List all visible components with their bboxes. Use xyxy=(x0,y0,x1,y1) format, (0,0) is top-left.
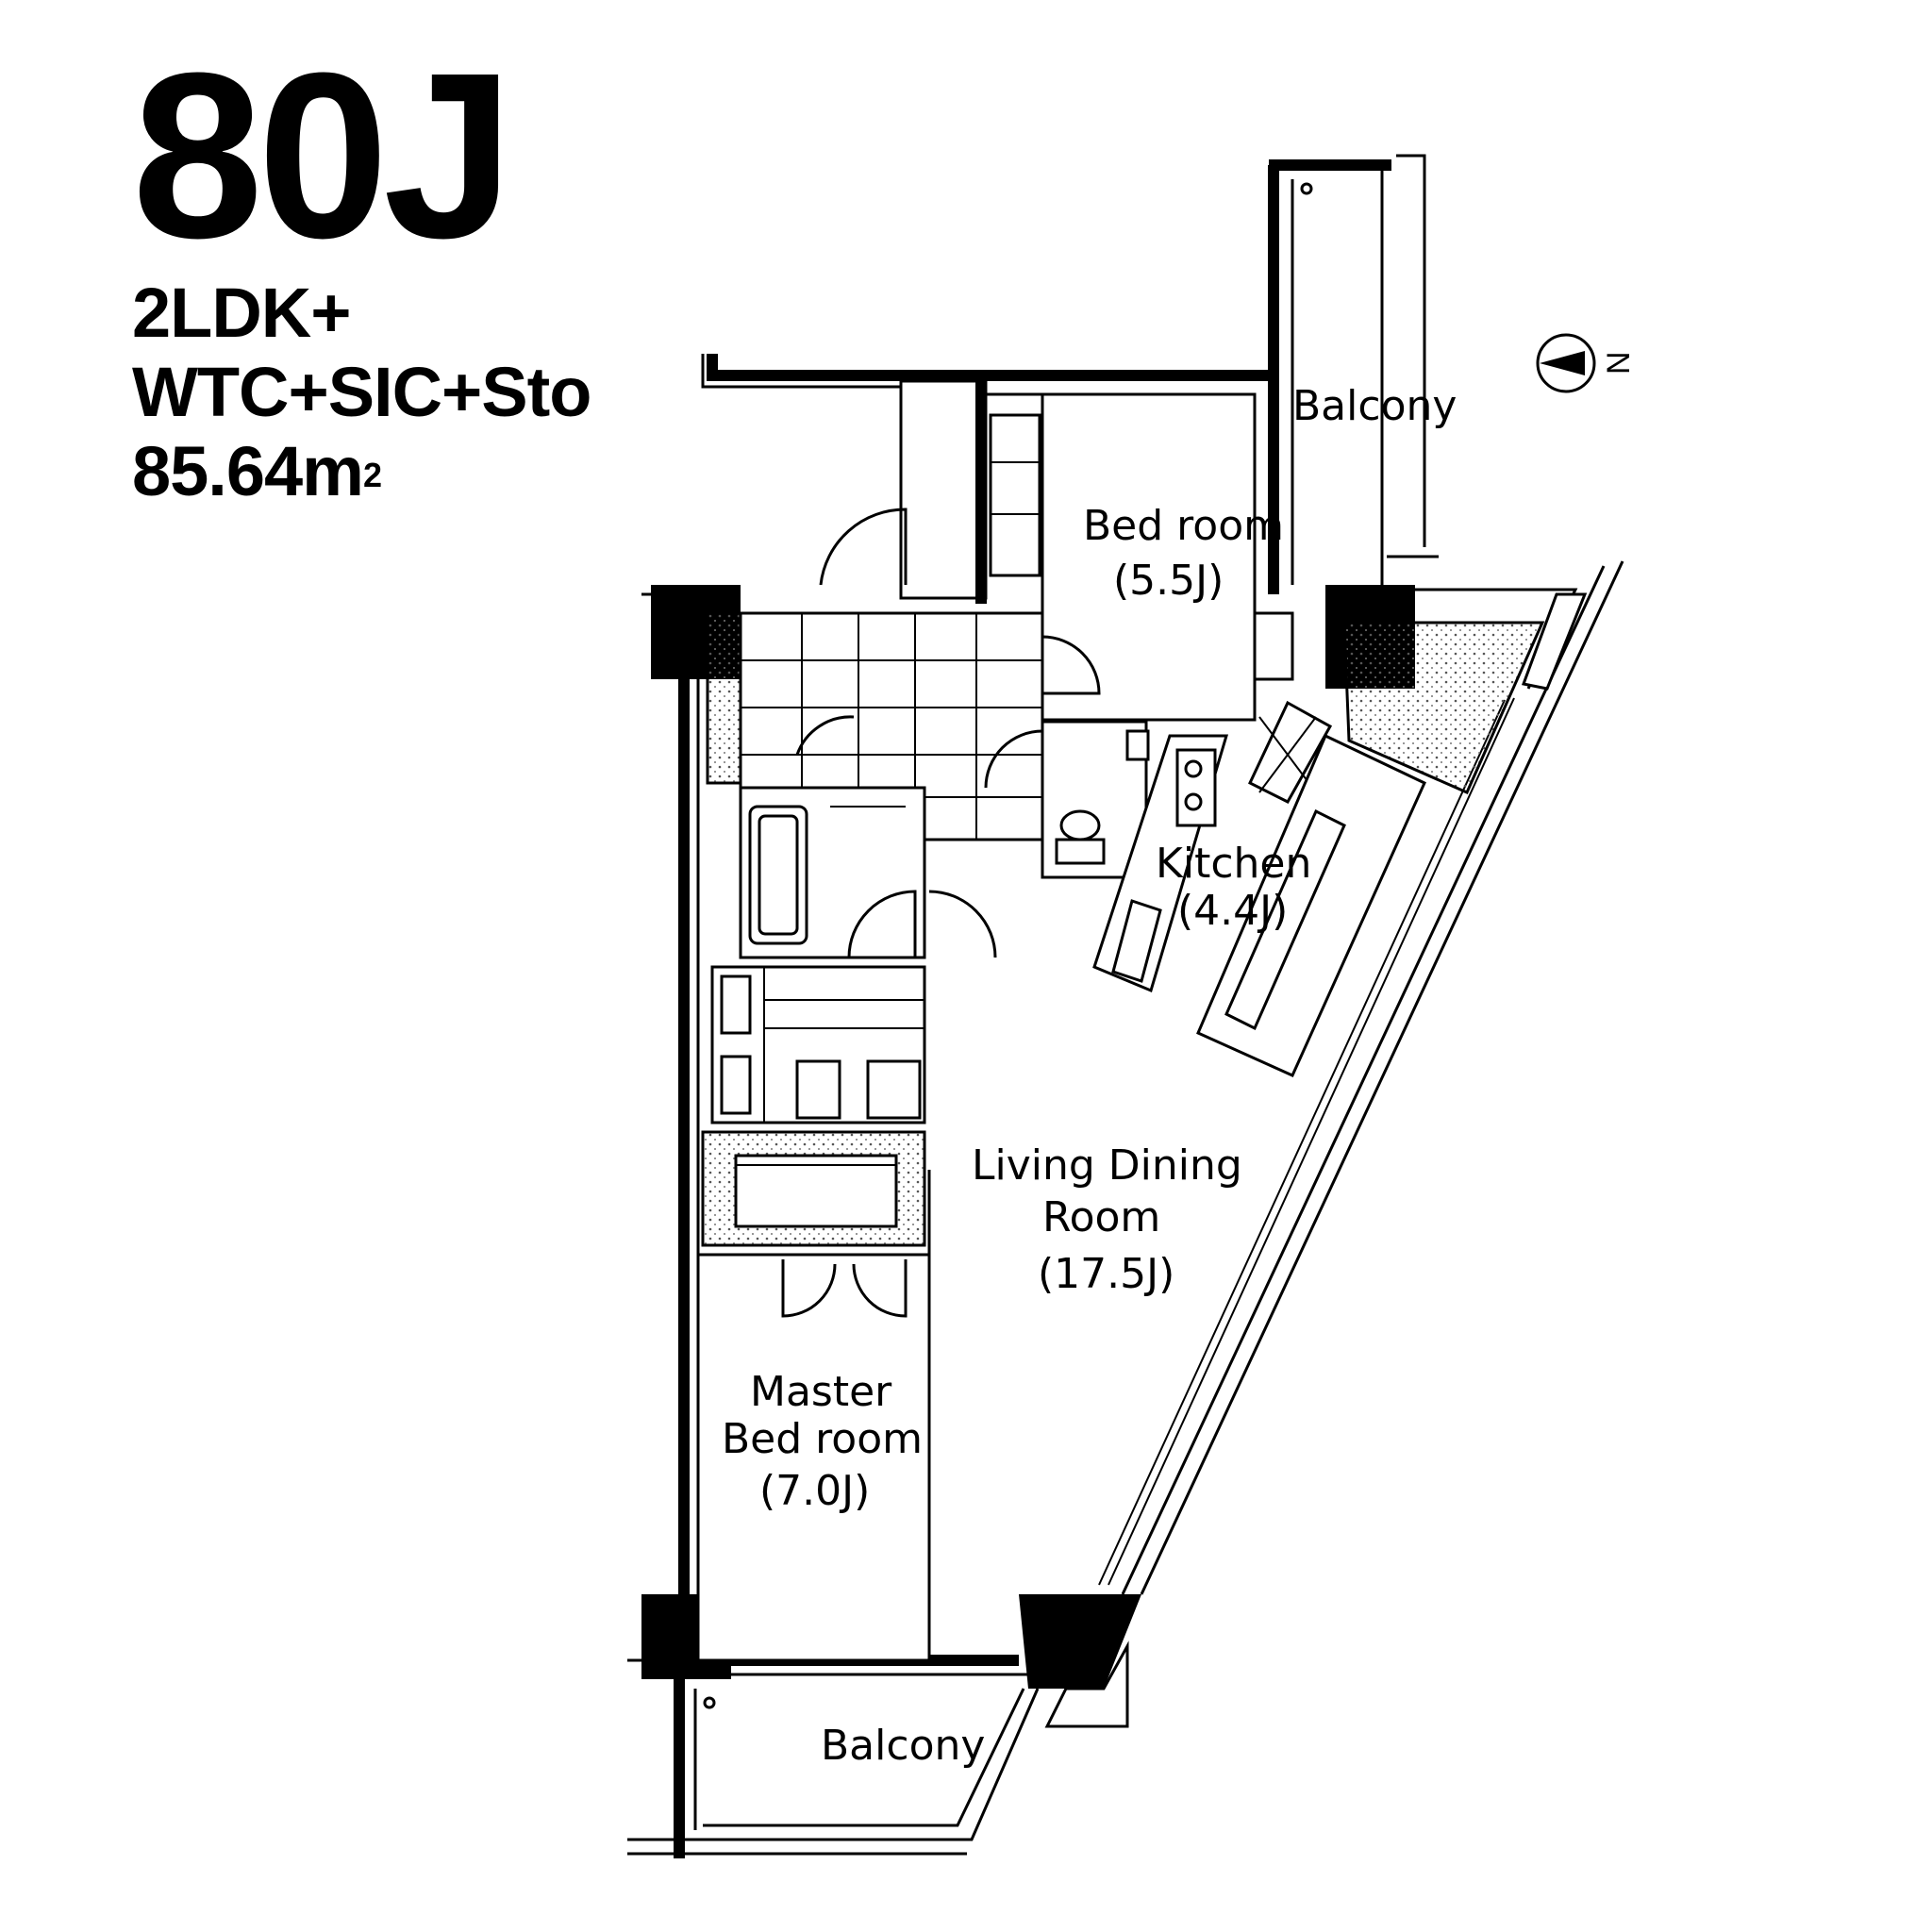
column-se xyxy=(1019,1594,1141,1689)
label-master-name-1: Master xyxy=(750,1368,892,1416)
master-bedroom-walls xyxy=(696,1170,931,1662)
north-balcony-walls xyxy=(1268,154,1439,594)
bathroom xyxy=(739,786,997,959)
kitchen xyxy=(1092,621,1545,1077)
label-bedroom-size: (5.5J) xyxy=(1113,557,1224,605)
label-living-size: (17.5J) xyxy=(1038,1250,1174,1298)
label-living-name-1: Living Dining xyxy=(972,1141,1242,1190)
washroom xyxy=(710,965,926,1124)
label-kitchen-name: Kitchen xyxy=(1156,840,1311,888)
compass-label: N xyxy=(1601,351,1637,375)
label-master-name-2: Bed room xyxy=(722,1415,923,1463)
unit-code: 80J xyxy=(132,24,514,287)
toilet xyxy=(984,720,1150,879)
label-balcony-north: Balcony xyxy=(1292,382,1457,430)
label-living-name-2: Room xyxy=(1042,1193,1160,1241)
unit-extras: WTC+SIC+Sto xyxy=(132,353,591,431)
label-bedroom-name: Bed room xyxy=(1083,502,1284,550)
unit-area: 85.64m2 xyxy=(132,432,591,511)
unit-area-unit: 2 xyxy=(362,456,382,494)
north-compass: N xyxy=(1536,333,1637,393)
unit-header: 80J 2LDK+ WTC+SIC+Sto 85.64m2 xyxy=(132,38,591,511)
unit-area-value: 85.64m xyxy=(132,432,364,510)
label-balcony-south: Balcony xyxy=(821,1722,985,1770)
label-kitchen-size: (4.4J) xyxy=(1177,887,1288,935)
bedroom-walls xyxy=(989,392,1294,722)
east-wall xyxy=(1098,560,1624,1595)
storage xyxy=(701,1130,926,1247)
label-master-size: (7.0J) xyxy=(759,1467,870,1515)
unit-layout: 2LDK+ xyxy=(132,274,351,352)
